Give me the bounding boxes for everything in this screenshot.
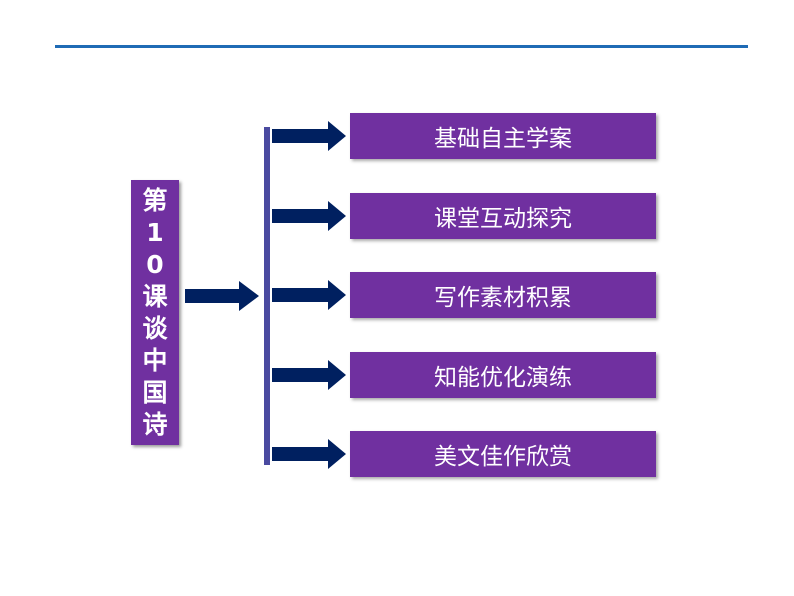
main-arrow-icon <box>185 281 259 311</box>
lesson-title: 第10课谈中国诗 <box>142 185 168 439</box>
section-label: 写作素材积累 <box>434 285 572 311</box>
section-button[interactable]: 课堂互动探究 <box>350 193 656 239</box>
section-button[interactable]: 知能优化演练 <box>350 352 656 398</box>
lesson-title-box: 第10课谈中国诗 <box>131 180 179 445</box>
section-label: 基础自主学案 <box>434 126 572 152</box>
header-divider <box>55 45 748 48</box>
branch-arrow-icon <box>272 439 346 469</box>
branch-arrow-icon <box>272 201 346 231</box>
section-label: 美文佳作欣赏 <box>434 444 572 470</box>
branch-arrow-icon <box>272 360 346 390</box>
section-button[interactable]: 美文佳作欣赏 <box>350 431 656 477</box>
connector-bar <box>264 127 270 465</box>
branch-arrow-icon <box>272 280 346 310</box>
section-label: 知能优化演练 <box>434 365 572 391</box>
branch-arrow-icon <box>272 121 346 151</box>
section-button[interactable]: 写作素材积累 <box>350 272 656 318</box>
section-button[interactable]: 基础自主学案 <box>350 113 656 159</box>
section-label: 课堂互动探究 <box>434 206 572 232</box>
